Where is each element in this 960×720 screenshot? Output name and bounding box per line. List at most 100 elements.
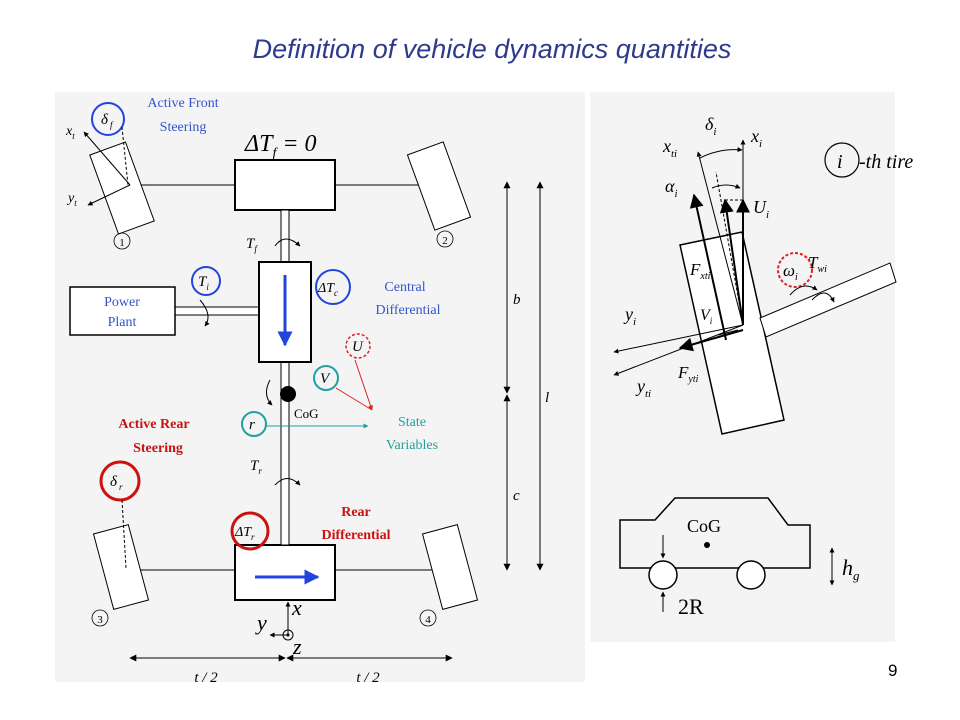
cog-label: CoG xyxy=(294,406,319,421)
delta-tr-label: ΔTr xyxy=(234,525,255,542)
v-circle xyxy=(313,365,339,391)
tire-vi-label: Vi xyxy=(700,307,713,326)
power-plant-label-2: Plant xyxy=(108,315,137,330)
wheel-1-number: 1 xyxy=(119,237,125,249)
wheel-1-marker xyxy=(113,232,131,250)
cog-dot xyxy=(280,386,296,402)
xt-label: xt xyxy=(65,124,75,141)
wheel-3-number: 3 xyxy=(97,614,103,626)
active-front-steering-label-2: Steering xyxy=(160,120,207,135)
active-front-steering-label-1: Active Front xyxy=(147,96,218,111)
alpha-i-arc xyxy=(711,183,741,189)
velocity-vector xyxy=(719,198,744,326)
delta-tc-circle xyxy=(315,269,351,305)
tire-omega-i-label: ωi xyxy=(783,261,798,283)
car-front-wheel xyxy=(648,560,678,590)
tire-yi-label: yi xyxy=(623,304,636,328)
wheel-1 xyxy=(89,141,155,235)
car-cog-dot xyxy=(704,542,710,548)
tire-axle xyxy=(759,262,897,338)
dim-l-label: l xyxy=(545,390,549,406)
twi-arrow xyxy=(811,292,835,303)
tire-twi-label: Twi xyxy=(808,253,827,275)
front-differential xyxy=(234,159,336,211)
car-rear-wheel xyxy=(736,560,766,590)
delta-tf-label: ΔTf= 0 xyxy=(244,131,317,161)
car-body xyxy=(619,497,811,569)
power-plant-label-1: Power xyxy=(104,295,140,310)
u-to-state-arrow xyxy=(354,359,373,411)
delta-f-circle xyxy=(91,102,125,136)
fxti-vector xyxy=(689,193,727,341)
yaw-rate-arrow xyxy=(266,379,273,406)
central-diff-label-2: Differential xyxy=(375,303,440,318)
tire-index-circle xyxy=(824,142,860,178)
car-hg-label: hg xyxy=(842,555,860,583)
page-title: Definition of vehicle dynamics quantitie… xyxy=(252,34,732,64)
state-variables-label-1: State xyxy=(398,415,426,430)
tire-th-label: -th tire xyxy=(859,151,913,173)
xt-axis-arrow xyxy=(83,131,131,186)
delta-r-ref-line xyxy=(121,499,127,569)
tire-xti-label: xti xyxy=(662,136,677,160)
delta-i-arc xyxy=(699,147,743,159)
r-label: r xyxy=(249,417,255,433)
delta-r-circle xyxy=(99,460,141,502)
front-shaft xyxy=(280,209,290,263)
central-diff-label-1: Central xyxy=(384,280,425,295)
tire-fyti-label: Fyti xyxy=(677,363,699,385)
page-number: 9 xyxy=(888,661,898,680)
tire-ui-label: Ui xyxy=(753,197,769,221)
yt-axis-arrow xyxy=(87,184,131,206)
delta-tr-circle xyxy=(230,511,270,551)
power-plant-box xyxy=(69,286,176,336)
active-rear-steering-label-2: Steering xyxy=(133,441,183,456)
tire-yti-label: yti xyxy=(635,376,651,400)
wheel-3 xyxy=(92,524,150,610)
rear-diff-label-1: Rear xyxy=(341,505,371,520)
wheel-4 xyxy=(421,524,479,610)
fxti-base xyxy=(717,329,739,336)
dim-b-label: b xyxy=(513,292,521,308)
car-cog-label: CoG xyxy=(687,516,721,536)
omega-arrow xyxy=(789,285,818,296)
half-track-right-label: t / 2 xyxy=(356,670,380,686)
wheel-2-marker xyxy=(436,230,454,248)
rear-differential-box xyxy=(234,544,336,601)
engine-shaft xyxy=(174,306,260,316)
tf-torque-arrow xyxy=(274,238,301,247)
tire-fxti-label: Fxti xyxy=(689,260,711,282)
wheel-4-number: 4 xyxy=(425,614,431,626)
xti-axis xyxy=(696,151,744,326)
axis-x-label: x xyxy=(291,595,302,620)
tr-torque-arrow xyxy=(274,478,301,486)
ti-label: Ti xyxy=(198,274,209,292)
wheel-4-marker xyxy=(419,609,437,627)
tire-delta-i-label: δi xyxy=(705,114,716,138)
axis-z-label: z xyxy=(292,634,302,659)
yti-axis xyxy=(613,324,744,376)
wheel-2-number: 2 xyxy=(442,235,448,247)
rear-diff-label-2: Differential xyxy=(322,528,391,543)
ti-torque-arrow xyxy=(199,299,210,327)
delta-tc-label: ΔTc xyxy=(317,281,338,298)
omega-i-circle xyxy=(777,252,813,288)
yi-axis xyxy=(613,324,744,354)
tire-xi-label: xi xyxy=(750,126,762,150)
dim-c-label: c xyxy=(513,488,520,504)
r-circle xyxy=(241,411,267,437)
half-track-left-label: t / 2 xyxy=(194,670,218,686)
wheel-3-marker xyxy=(91,609,109,627)
wheel-2 xyxy=(406,141,472,231)
v-label: V xyxy=(320,371,331,387)
car-2r-label: 2R xyxy=(678,594,704,619)
active-rear-steering-label-1: Active Rear xyxy=(118,417,189,432)
axis-y-label: y xyxy=(255,610,267,635)
u-label: U xyxy=(352,339,364,355)
state-variables-label-2: Variables xyxy=(386,438,438,453)
tire-index-label: i xyxy=(837,151,843,173)
fyti-vector xyxy=(678,329,744,352)
